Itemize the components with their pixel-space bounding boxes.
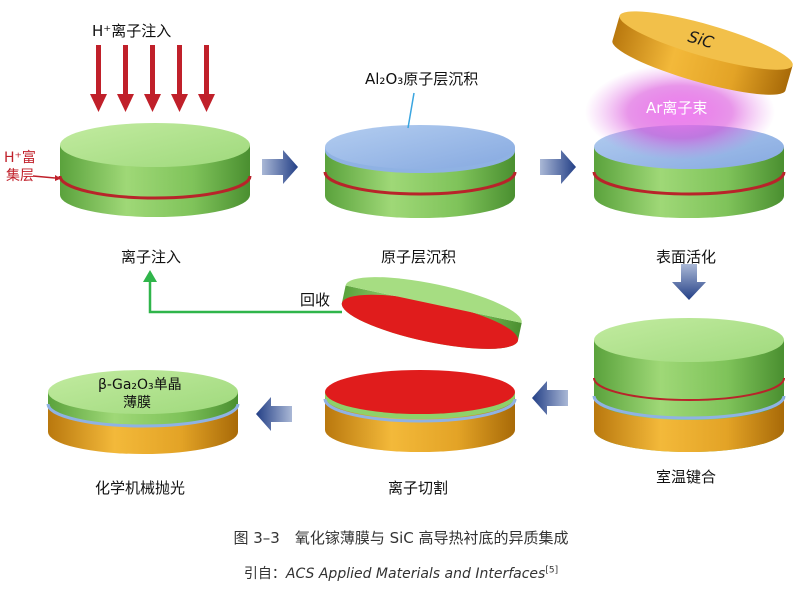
implant-arrow xyxy=(90,45,107,112)
flow-arrow-right-2 xyxy=(540,150,576,184)
ar-beam-label: Ar离子束 xyxy=(646,99,708,117)
flow-arrow-left-2 xyxy=(256,397,292,431)
film-label-2: 薄膜 xyxy=(123,395,151,411)
wafer-implant xyxy=(58,123,252,217)
step-label-polish: 化学机械抛光 xyxy=(95,479,186,497)
wafer-bonded xyxy=(592,318,786,452)
wafer-final xyxy=(46,370,240,454)
implant-top-label: H⁺离子注入 xyxy=(92,22,172,40)
source-ref: [5] xyxy=(545,565,559,576)
wafer-cleaved-top xyxy=(341,277,522,349)
h-layer-label-2: 集层 xyxy=(6,168,34,184)
wafer-cleaved-bottom xyxy=(323,370,517,452)
source-citation: 引自：ACS Applied Materials and Interfaces[… xyxy=(0,563,802,583)
recycle-arrow xyxy=(148,280,342,314)
ald-annotation: Al₂O₃原子层沉积 xyxy=(365,70,479,88)
step-label-bonding: 室温键合 xyxy=(656,468,717,486)
implant-arrow xyxy=(171,45,188,112)
ald-pointer xyxy=(407,92,415,129)
source-prefix: 引自： xyxy=(243,566,286,582)
figure-caption: 图 3–3 氧化镓薄膜与 SiC 高导热衬底的异质集成 xyxy=(233,529,569,547)
flow-arrow-down xyxy=(672,264,706,300)
step-label-ald: 原子层沉积 xyxy=(381,248,457,266)
wafer-ald xyxy=(323,125,517,218)
flow-arrow-right-1 xyxy=(262,150,298,184)
implant-arrow xyxy=(117,45,134,112)
implant-arrow xyxy=(198,45,215,112)
sic-wafer-tilted xyxy=(612,11,793,95)
implant-arrow xyxy=(144,45,161,112)
source-title: ACS Applied Materials and Interfaces xyxy=(285,566,546,582)
h-layer-label-1: H⁺富 xyxy=(4,150,36,166)
h-layer-pointer xyxy=(32,175,56,179)
step-label-cleave: 离子切割 xyxy=(388,479,449,497)
film-label-1: β-Ga₂O₃单晶 xyxy=(98,377,182,393)
step-label-activation: 表面活化 xyxy=(656,248,717,266)
implant-arrows xyxy=(90,45,215,112)
step-label-implant: 离子注入 xyxy=(121,248,182,266)
flow-arrow-left-1 xyxy=(532,381,568,415)
recycle-label: 回收 xyxy=(300,291,331,309)
